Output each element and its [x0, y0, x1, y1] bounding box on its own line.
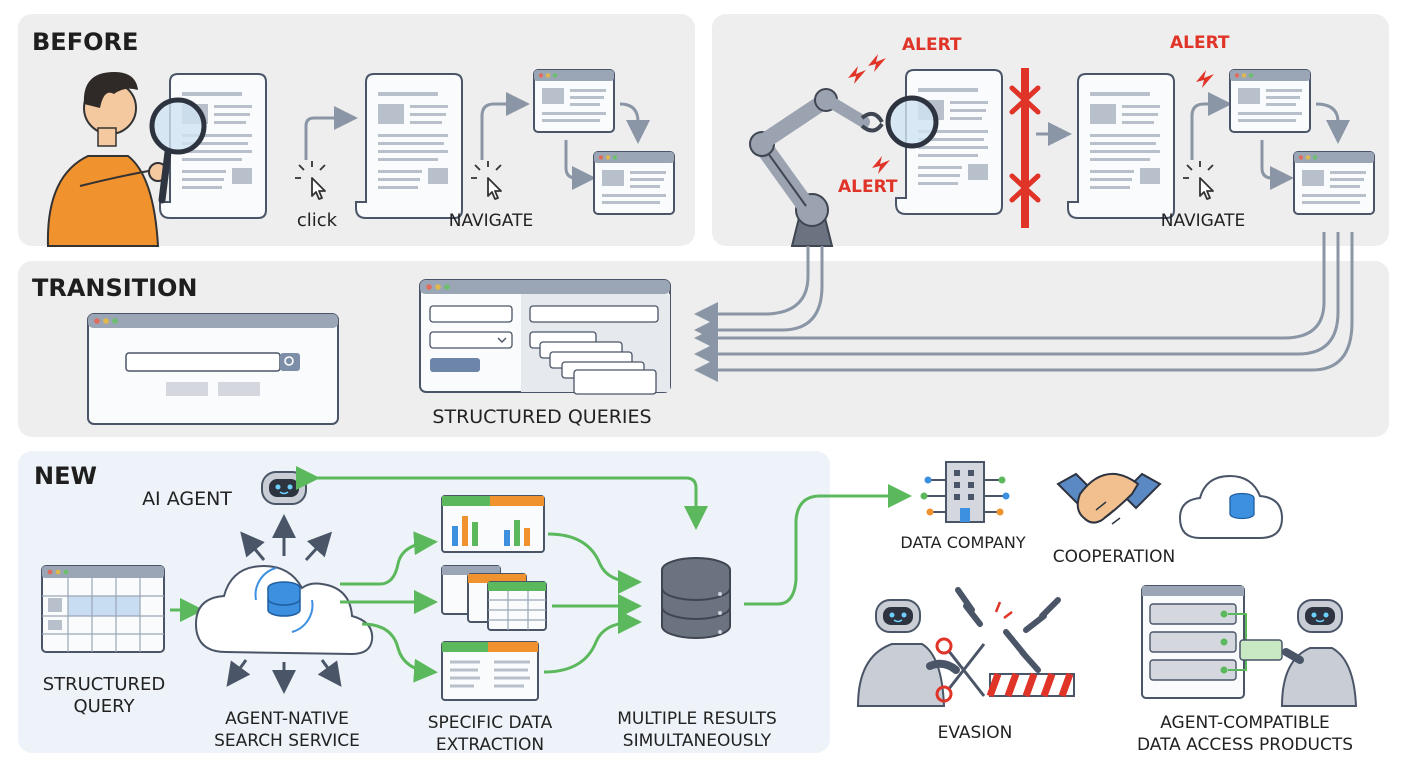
cloud-icon: [1178, 474, 1284, 539]
cursor-click-icon: [1182, 160, 1214, 200]
data-company-label: DATA COMPANY: [900, 533, 1026, 552]
magnifier-icon: [885, 95, 939, 149]
database-icon: [254, 567, 314, 633]
results-label: MULTIPLE RESULTS SIMULTANEOUSLY: [617, 709, 777, 751]
extraction-label: SPECIFIC DATA EXTRACTION: [427, 713, 553, 755]
transition-title: TRANSITION: [32, 274, 198, 302]
magnifier-icon: [149, 97, 207, 204]
server-rack-icon: [1141, 585, 1283, 699]
browser-window-icon: [1293, 151, 1375, 215]
cursor-click-icon: [470, 160, 502, 200]
robot-arm-icon: [749, 88, 884, 247]
cooperation-label: COOPERATION: [1052, 547, 1176, 567]
building-icon: [920, 461, 1010, 523]
database-icon: [661, 557, 731, 639]
alert-label: ALERT: [1170, 33, 1230, 53]
scissors-icon: [935, 637, 986, 703]
extraction-arrows: [340, 531, 438, 683]
text-window-icon: [441, 641, 539, 701]
before-title: BEFORE: [32, 28, 139, 56]
navigate-label: NAVIGATE: [1160, 211, 1246, 231]
structured-query-table: [41, 565, 165, 653]
search-page-window: [87, 313, 339, 425]
evasion-robot-icon: [856, 599, 960, 707]
structured-query-window: [419, 279, 671, 395]
structured-queries-label: STRUCTURED QUERIES: [432, 406, 652, 428]
radiating-arrows: [226, 514, 342, 694]
barrier-icon: [986, 672, 1075, 698]
blocked-barrier-icon: [1009, 68, 1041, 228]
evasion-label: EVASION: [937, 723, 1013, 743]
table-window-icon: [441, 565, 547, 631]
cursor-click-icon: [294, 160, 326, 200]
access-robot-icon: [1280, 599, 1358, 707]
document-icon: [355, 73, 463, 219]
alert-label: ALERT: [902, 35, 962, 55]
document-icon: [1067, 73, 1175, 219]
ai-agent-label: AI AGENT: [142, 488, 232, 510]
browser-window-icon: [593, 151, 675, 215]
navigate-label: NAVIGATE: [448, 211, 534, 231]
browser-window-icon: [1229, 69, 1311, 133]
handshake-icon: [1056, 472, 1162, 525]
click-label: click: [296, 210, 338, 231]
robot-head-icon: [261, 471, 307, 505]
search-service-label: AGENT-NATIVE SEARCH SERVICE: [214, 709, 360, 751]
new-title: NEW: [34, 462, 97, 490]
data-access-products-label: AGENT-COMPATIBLE DATA ACCESS PRODUCTS: [1136, 713, 1354, 755]
browser-window-icon: [533, 69, 615, 133]
chart-window-icon: [441, 495, 545, 553]
merge-arrows: [543, 532, 642, 674]
chain-icon: [955, 587, 1061, 673]
person-figure: [46, 72, 168, 247]
scraper-return-lines: [694, 232, 1354, 382]
structured-query-label: STRUCTURED QUERY: [42, 674, 166, 717]
alert-label: ALERT: [838, 177, 898, 197]
